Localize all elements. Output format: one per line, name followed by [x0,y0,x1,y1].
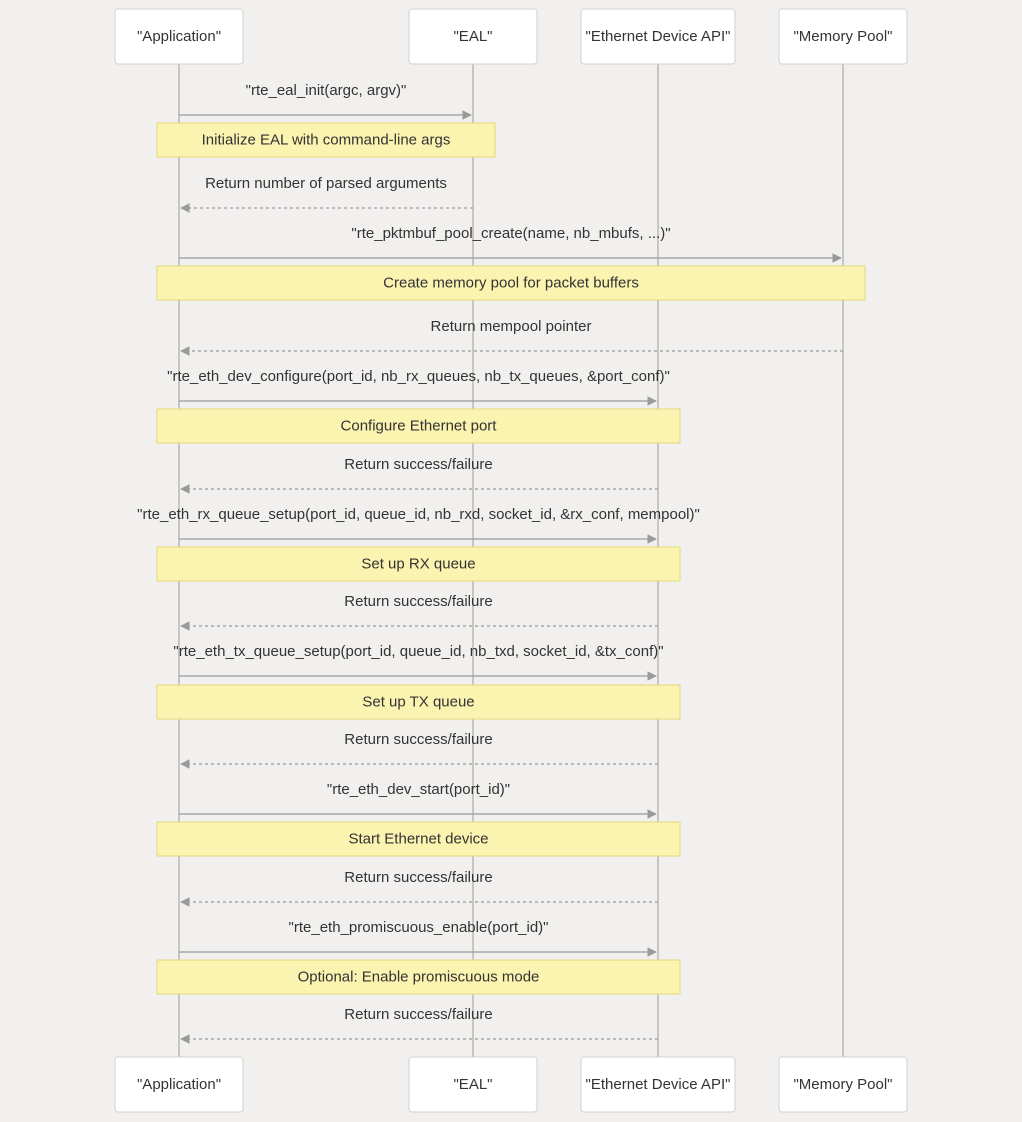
note-box [156,684,681,720]
call-label: "rte_eth_dev_start(port_id)" [327,781,510,798]
note-box [156,408,681,444]
message-18: "rte_eth_promiscuous_enable(port_id)" [179,919,657,957]
note-box [156,821,681,857]
note-label: Start Ethernet device [348,831,488,848]
message-14: Return success/failure [180,731,658,769]
return-label: Return success/failure [344,731,492,748]
participant-eth-bottom: "Ethernet Device API" [580,1056,736,1113]
message-2: Return number of parsed arguments [180,175,473,213]
message-17: Return success/failure [180,869,658,907]
return-label: Return success/failure [344,456,492,473]
call-label: "rte_eth_dev_configure(port_id, nb_rx_qu… [167,368,670,385]
participant-box [580,8,736,65]
note-label: Create memory pool for packet buffers [383,275,639,292]
participants-top: "Application" "EAL" "Ethernet Device API" "… [114,8,908,65]
message-5: Return mempool pointer [180,318,843,356]
message-20: Return success/failure [180,1006,658,1044]
note-1: Initialize EAL with command-line args [156,122,496,158]
return-label: Return number of parsed arguments [205,175,447,192]
participant-box [408,8,538,65]
note-box [156,959,681,995]
return-label: Return success/failure [344,593,492,610]
note-label: Configure Ethernet port [341,418,498,435]
participant-label: "Ethernet Device API" [586,1076,731,1093]
participant-app-bottom: "Application" [114,1056,244,1113]
note-10: Set up RX queue [156,546,681,582]
participant-label: "Memory Pool" [793,28,892,45]
participant-box [114,8,244,65]
note-label: Optional: Enable promiscuous mode [298,969,540,986]
return-label: Return success/failure [344,1006,492,1023]
note-label: Initialize EAL with command-line args [202,132,451,149]
participant-eal-top: "EAL" [408,8,538,65]
participant-box [778,8,908,65]
call-label: "rte_eth_rx_queue_setup(port_id, queue_i… [137,506,700,523]
note-label: Set up TX queue [362,694,474,711]
message-6: "rte_eth_dev_configure(port_id, nb_rx_qu… [167,368,670,406]
message-0: "rte_eal_init(argc, argv)" [179,82,472,120]
note-box [156,546,681,582]
participant-app-top: "Application" [114,8,244,65]
note-label: Set up RX queue [361,556,475,573]
message-3: "rte_pktmbuf_pool_create(name, nb_mbufs,… [179,225,842,263]
participant-eth-top: "Ethernet Device API" [580,8,736,65]
call-label: "rte_eth_tx_queue_setup(port_id, queue_i… [173,643,663,660]
note-7: Configure Ethernet port [156,408,681,444]
participant-eal-bottom: "EAL" [408,1056,538,1113]
note-box [156,122,496,158]
message-11: Return success/failure [180,593,658,631]
note-13: Set up TX queue [156,684,681,720]
message-12: "rte_eth_tx_queue_setup(port_id, queue_i… [173,643,664,681]
message-9: "rte_eth_rx_queue_setup(port_id, queue_i… [137,506,700,544]
message-8: Return success/failure [180,456,658,494]
participant-box [114,1056,244,1113]
note-4: Create memory pool for packet buffers [156,265,866,301]
participant-label: "Ethernet Device API" [586,28,731,45]
participants-bottom: "Application" "EAL" "Ethernet Device API" "… [114,1056,908,1113]
participant-box [778,1056,908,1113]
call-label: "rte_eth_promiscuous_enable(port_id)" [289,919,549,936]
sequence-steps: "rte_eal_init(argc, argv)" Initialize EAL… [137,82,866,1044]
participant-mem-bottom: "Memory Pool" [778,1056,908,1113]
participant-label: "Memory Pool" [793,1076,892,1093]
participant-label: "Application" [137,28,221,45]
note-16: Start Ethernet device [156,821,681,857]
return-label: Return mempool pointer [431,318,592,335]
call-label: "rte_eal_init(argc, argv)" [246,82,407,99]
note-box [156,265,866,301]
note-19: Optional: Enable promiscuous mode [156,959,681,995]
return-label: Return success/failure [344,869,492,886]
participant-mem-top: "Memory Pool" [778,8,908,65]
call-label: "rte_pktmbuf_pool_create(name, nb_mbufs,… [351,225,670,242]
participant-label: "Application" [137,1076,221,1093]
participant-box [408,1056,538,1113]
message-15: "rte_eth_dev_start(port_id)" [179,781,657,819]
participant-label: "EAL" [453,28,492,45]
participant-label: "EAL" [453,1076,492,1093]
participant-box [580,1056,736,1113]
